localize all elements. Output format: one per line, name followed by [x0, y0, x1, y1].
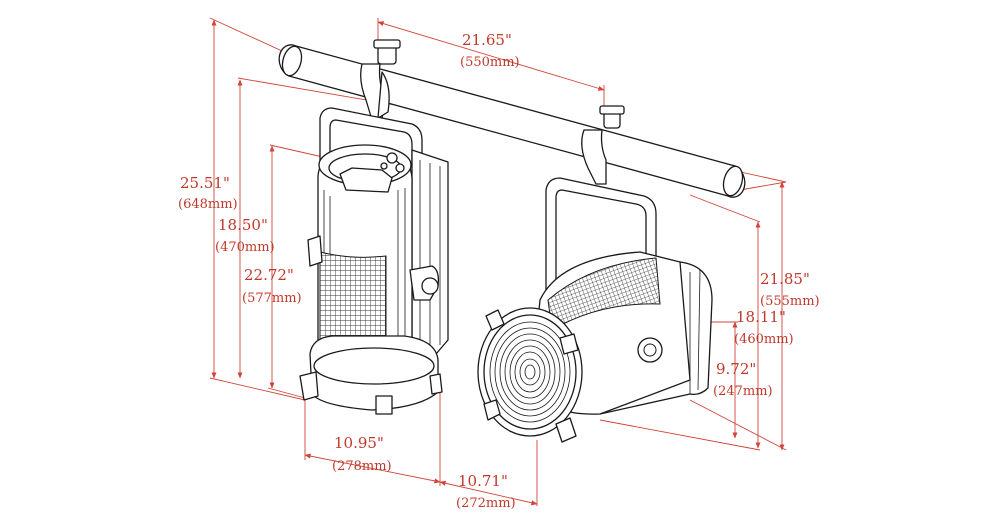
left-depth-mm: (272mm) [456, 496, 516, 511]
mounting-pipe [278, 44, 746, 198]
dimension-lines [209, 17, 787, 506]
left-fixture [299, 39, 449, 415]
right-mid-height-inch: 18.11" [736, 308, 786, 326]
right-low-height-inch: 9.72" [716, 360, 756, 378]
dimension-labels: 21.65" (550mm) 25.51" (648mm) 18.50" (47… [178, 31, 820, 511]
right-mid-height-mm: (460mm) [734, 332, 794, 347]
left-body-height-inch: 22.72" [244, 266, 294, 284]
left-total-height-inch: 25.51" [180, 174, 230, 192]
right-total-height-mm: (555mm) [760, 294, 820, 309]
bar-span-inch: 21.65" [462, 31, 512, 49]
left-width-inch: 10.95" [334, 434, 384, 452]
right-fixture [477, 105, 713, 443]
left-width-mm: (278mm) [332, 459, 392, 474]
left-mid-height-mm: (470mm) [215, 240, 275, 255]
bar-span-mm: (550mm) [460, 55, 520, 70]
left-total-height-mm: (648mm) [178, 197, 238, 212]
left-depth-inch: 10.71" [458, 472, 508, 490]
right-total-height-inch: 21.85" [760, 270, 810, 288]
left-body-height-mm: (577mm) [242, 291, 302, 306]
right-low-height-mm: (247mm) [713, 384, 773, 399]
left-mid-height-inch: 18.50" [218, 216, 268, 234]
